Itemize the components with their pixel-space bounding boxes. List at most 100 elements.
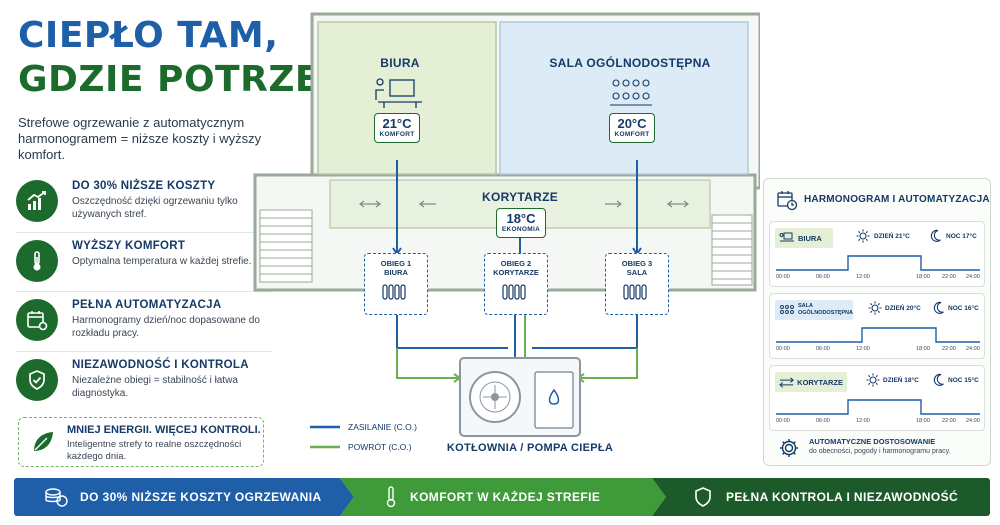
gear-icon xyxy=(780,439,798,457)
shield-icon xyxy=(695,487,711,507)
callout-title: MNIEJ ENERGII. WIĘCEJ KONTROLI. xyxy=(67,424,261,436)
thermometer-icon xyxy=(386,486,396,508)
auto-desc: do obecności, pogody i harmonogramu prac… xyxy=(809,448,951,455)
feature-title: PEŁNA AUTOMATYZACJA xyxy=(72,299,222,311)
day-setting: DZIEŃ 18°C xyxy=(883,377,919,384)
day-setting: DZIEŃ 20°C xyxy=(885,305,921,312)
zone-chip: SALA OGÓLNODOSTĘPNA xyxy=(775,300,853,320)
room-label-corridor: KORYTARZE xyxy=(481,190,559,204)
circuit-name: OBIEG 2 xyxy=(500,259,532,268)
return-lines xyxy=(396,315,638,383)
schedule-timeline xyxy=(776,255,980,271)
time-tick: 06:00 xyxy=(816,346,830,352)
stairs-left xyxy=(259,209,313,283)
legend-return: POWRÓT (C.O.) xyxy=(348,442,412,452)
room-label-hall: SALA OGÓLNODOSTĘPNA xyxy=(549,56,711,70)
subtitle: Strefowe ogrzewanie z automatycznym harm… xyxy=(18,115,262,162)
night-setting: NOC 15°C xyxy=(948,377,979,384)
time-tick: 00:00 xyxy=(776,274,790,280)
night-setting: NOC 16°C xyxy=(948,305,979,312)
time-tick: 12:00 xyxy=(856,346,870,352)
time-tick: 06:00 xyxy=(816,418,830,424)
coins-icon xyxy=(45,488,68,507)
divider xyxy=(16,232,272,233)
night-setting: NOC 17°C xyxy=(946,233,977,240)
title-line-1: CIEPŁO TAM, xyxy=(18,15,279,56)
temp-value: 21°C xyxy=(382,116,412,131)
corridor-arrows xyxy=(359,200,689,208)
moon-icon xyxy=(930,229,941,242)
sun-icon xyxy=(856,229,870,243)
schedule-card-hall: SALA OGÓLNODOSTĘPNA DZIEŃ 20°C NOC 16°C … xyxy=(769,293,985,359)
time-tick: 24:00 xyxy=(966,346,980,352)
zone-name: BIURA xyxy=(798,233,822,243)
circuit-name: OBIEG 1 xyxy=(380,259,412,268)
feature-desc: Optymalna temperatura w każdej strefie. xyxy=(72,256,252,267)
room-offices xyxy=(317,21,497,175)
schedule-timeline xyxy=(776,327,980,343)
boiler-label: KOTŁOWNIA / POMPA CIEPŁA xyxy=(446,442,614,454)
temp-mode: KOMFORT xyxy=(614,131,650,138)
sun-icon xyxy=(868,301,882,315)
temp-value: 20°C xyxy=(617,116,647,131)
schedule-title: HARMONOGRAM I AUTOMATYZACJA xyxy=(804,194,990,205)
thermometer-icon xyxy=(16,240,58,282)
schedule-card-corridor: KORYTARZE DZIEŃ 18°C NOC 15°C 00:00 06:0… xyxy=(769,365,985,431)
time-tick: 00:00 xyxy=(776,346,790,352)
heat-pump xyxy=(459,357,581,437)
floor-plan xyxy=(253,12,760,449)
stairs-right xyxy=(711,214,753,286)
radiator-icon xyxy=(382,284,406,300)
calendar-gear-icon xyxy=(16,299,58,341)
zone-name: KORYTARZE xyxy=(797,377,843,387)
time-tick: 12:00 xyxy=(856,418,870,424)
time-tick: 22:00 xyxy=(942,418,956,424)
time-tick: 22:00 xyxy=(942,274,956,280)
feature-reliability: NIEZAWODNOŚĆ I KONTROLA Niezależne obieg… xyxy=(16,357,276,411)
feature-desc: Oszczędność dzięki ogrzewaniu tylko używ… xyxy=(72,196,238,220)
banner-label: PEŁNA KONTROLA I NIEZAWODNOŚĆ xyxy=(726,490,959,504)
banner-label: KOMFORT W KAŻDEJ STREFIE xyxy=(410,490,601,504)
banner-comfort: KOMFORT W KAŻDEJ STREFIE xyxy=(340,478,666,516)
zone-name: SALA OGÓLNODOSTĘPNA xyxy=(798,303,854,316)
feature-desc: Niezależne obiegi = stabilność i łatwa d… xyxy=(72,375,238,399)
time-tick: 00:00 xyxy=(776,418,790,424)
arrows-icon xyxy=(779,377,794,388)
time-tick: 18:00 xyxy=(916,418,930,424)
zone-chip: BIURA xyxy=(775,228,833,248)
auto-title: AUTOMATYCZNE DOSTOSOWANIE xyxy=(809,437,936,446)
temp-box-hall: 20°C KOMFORT xyxy=(609,113,655,143)
feature-automation: PEŁNA AUTOMATYZACJA Harmonogramy dzień/n… xyxy=(16,297,276,351)
schedule-timeline xyxy=(776,399,980,415)
water-drop-icon xyxy=(548,388,560,405)
schedule-panel: HARMONOGRAM I AUTOMATYZACJA BIURA DZIEŃ … xyxy=(763,178,991,466)
feature-title: NIEZAWODNOŚĆ I KONTROLA xyxy=(72,359,249,371)
circuit-1: OBIEG 1 BIURA xyxy=(364,253,428,315)
circuit-zone: BIURA xyxy=(384,268,408,277)
time-tick: 12:00 xyxy=(856,274,870,280)
radiator-icon xyxy=(623,284,647,300)
banner-costs: DO 30% NIŻSZE KOSZTY OGRZEWANIA xyxy=(14,478,354,516)
shield-check-icon xyxy=(16,359,58,401)
banner-control: PEŁNA KONTROLA I NIEZAWODNOŚĆ xyxy=(652,478,990,516)
circuit-zone: KORYTARZE xyxy=(493,268,539,277)
circuit-name: OBIEG 3 xyxy=(621,259,653,268)
time-tick: 24:00 xyxy=(966,418,980,424)
desk-icon xyxy=(375,78,422,108)
time-tick: 18:00 xyxy=(916,274,930,280)
sun-icon xyxy=(866,373,880,387)
feature-title: DO 30% NIŻSZE KOSZTY xyxy=(72,180,216,192)
growth-chart-icon xyxy=(16,180,58,222)
day-setting: DZIEŃ 21°C xyxy=(874,233,910,240)
temp-box-corridor: 18°C EKONOMIA xyxy=(496,208,546,238)
circuit-3: OBIEG 3 SALA xyxy=(605,253,669,315)
divider xyxy=(16,291,272,292)
temp-mode: KOMFORT xyxy=(379,131,415,138)
temp-box-offices: 21°C KOMFORT xyxy=(374,113,420,143)
zone-chip: KORYTARZE xyxy=(775,372,847,392)
banner-label: DO 30% NIŻSZE KOSZTY OGRZEWANIA xyxy=(80,490,322,504)
feature-desc: Harmonogramy dzień/noc dopasowane do roz… xyxy=(72,315,260,339)
moon-icon xyxy=(933,373,944,386)
room-label-offices: BIURA xyxy=(380,56,420,70)
circuit-zone: SALA xyxy=(626,268,648,277)
